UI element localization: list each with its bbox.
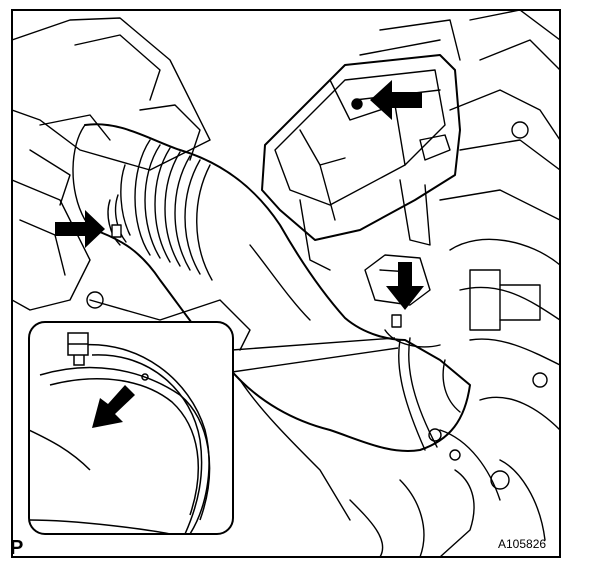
lower-hose-clamp xyxy=(384,314,441,348)
background-components-right xyxy=(349,10,560,557)
view-marker: P xyxy=(10,537,24,559)
pointer-arrow-icon xyxy=(370,80,422,120)
pointer-arrow-icon xyxy=(55,210,105,248)
background-components-left xyxy=(12,17,251,351)
pointer-arrow-icon xyxy=(386,262,424,310)
upper-hose-clamp xyxy=(107,194,127,246)
figure-code: A105826 xyxy=(498,537,547,551)
mounting-bracket xyxy=(364,254,431,306)
bolt-icon xyxy=(111,224,122,238)
pointer-arrows xyxy=(55,80,424,428)
air-cleaner-housing xyxy=(261,19,461,271)
callout-leader xyxy=(231,337,399,373)
bolt-icon xyxy=(391,314,402,328)
clamp-detail-inset xyxy=(28,321,234,535)
pointer-arrow-icon xyxy=(92,385,135,428)
